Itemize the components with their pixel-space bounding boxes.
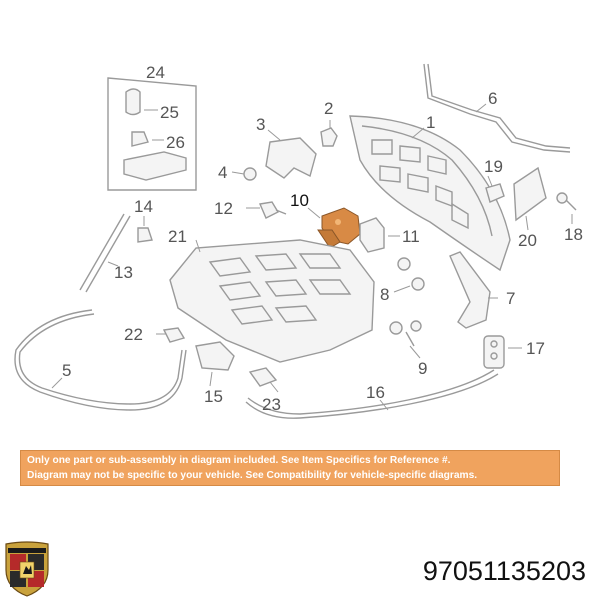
callout-25: 25 (160, 103, 179, 122)
part-22 (162, 327, 186, 343)
part-3 (265, 137, 317, 179)
part-11 (359, 217, 385, 253)
part-12 (259, 201, 287, 219)
part-7 (449, 251, 491, 329)
part-1-hood (349, 115, 511, 272)
part-20 (513, 166, 547, 222)
porsche-crest-icon (5, 541, 49, 597)
callout-13: 13 (114, 263, 133, 282)
part-2 (320, 127, 338, 147)
part-5-cable (14, 309, 187, 411)
callout-18: 18 (564, 225, 583, 244)
callout-7: 7 (506, 289, 515, 308)
part-9 (389, 320, 422, 347)
disclaimer-line-1: Only one part or sub-assembly in diagram… (27, 455, 451, 466)
callout-2: 2 (324, 99, 333, 118)
callout-21: 21 (168, 227, 187, 246)
callout-8: 8 (380, 285, 389, 304)
callout-10: 10 (290, 191, 309, 210)
part-23 (248, 367, 278, 387)
callout-3: 3 (256, 115, 265, 134)
callout-1: 1 (426, 113, 435, 132)
part-17 (483, 335, 505, 369)
callout-26: 26 (166, 133, 185, 152)
part-24-kit (107, 77, 197, 191)
part-21-cover (169, 239, 375, 363)
callout-23: 23 (262, 395, 281, 414)
part-13-strut (79, 213, 131, 293)
callout-11: 11 (402, 227, 420, 246)
callout-12: 12 (214, 199, 233, 218)
callout-17: 17 (526, 339, 545, 358)
part-16-cable (245, 369, 499, 419)
callout-16: 16 (366, 383, 385, 402)
disclaimer-line-2: Diagram may not be specific to your vehi… (27, 470, 478, 481)
part-15 (195, 341, 235, 371)
part-number: 97051135203 (422, 556, 586, 586)
part-8 (397, 257, 425, 291)
callout-4: 4 (218, 163, 227, 182)
callout-19: 19 (484, 157, 503, 176)
callout-14: 14 (134, 197, 153, 216)
part-6-rod (423, 63, 571, 153)
disclaimer-banner: Only one part or sub-assembly in diagram… (20, 450, 560, 486)
part-10-highlighted (317, 207, 361, 249)
callout-15: 15 (204, 387, 223, 406)
callout-6: 6 (488, 89, 497, 108)
part-4 (243, 167, 257, 181)
callout-5: 5 (62, 361, 71, 380)
callout-22: 22 (124, 325, 143, 344)
part-18 (556, 192, 577, 211)
part-19 (485, 183, 505, 203)
callout-24: 24 (146, 63, 165, 82)
callout-9: 9 (418, 359, 427, 378)
part-14 (137, 227, 153, 243)
callout-20: 20 (518, 231, 537, 250)
